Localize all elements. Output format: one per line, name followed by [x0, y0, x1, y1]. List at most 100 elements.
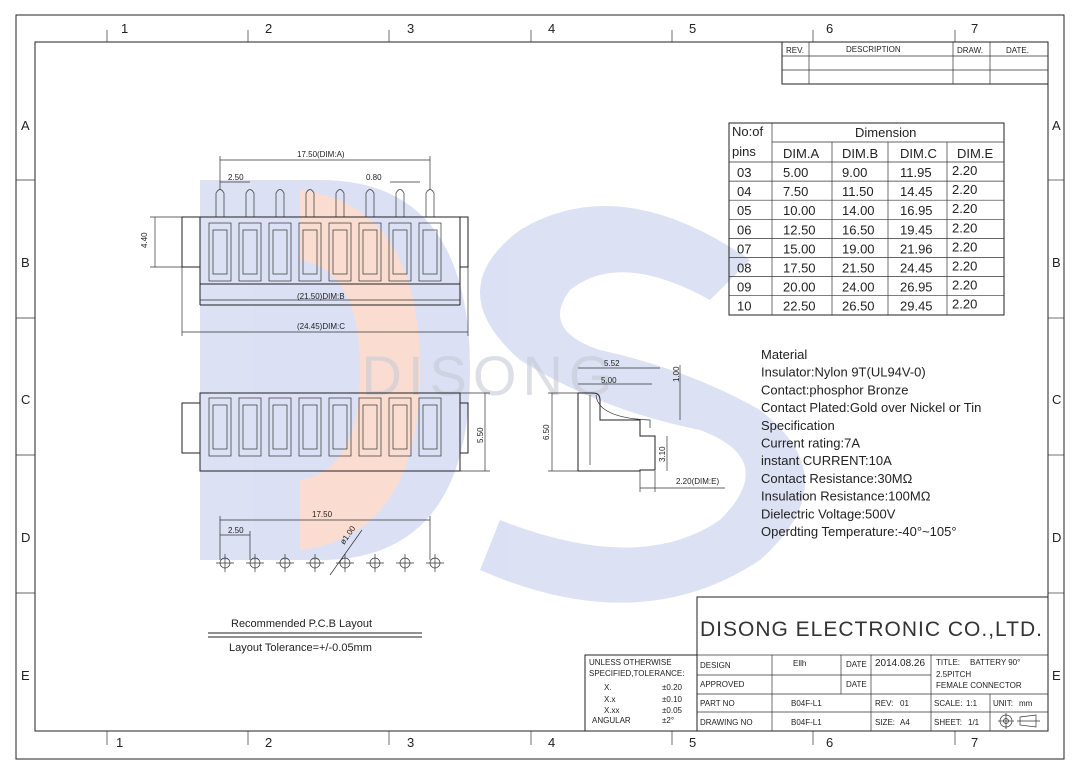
projection-symbol-icon: [998, 713, 1040, 729]
pcb-tolerance: Layout Tolerance=+/-0.05mm: [229, 642, 372, 654]
tol-value: ±2°: [662, 716, 674, 725]
tol-label: X.x: [604, 695, 616, 704]
tol-label: ANGULAR: [592, 716, 631, 725]
spec-line: Contact Resistance:30MΩ: [761, 471, 913, 486]
spec-line: Material: [761, 347, 807, 362]
row-label: B: [21, 255, 30, 270]
dimension-table: No:of pins Dimension DIM.A DIM.B DIM.C D…: [728, 122, 1005, 316]
company-name: DISONG ELECTRONIC CO.,LTD.: [700, 618, 1043, 641]
value-title1: BATTERY 90°: [970, 658, 1020, 667]
label-sheet: SHEET:: [934, 718, 962, 727]
contact-slot: [328, 397, 352, 457]
row-label: A: [21, 118, 30, 133]
label-approved: APPROVED: [700, 680, 745, 689]
label-title: TITLE:: [936, 658, 960, 667]
dim-cell: 2.20: [952, 278, 977, 293]
col-label: 5: [689, 735, 696, 750]
dim-cell: 20.00: [783, 280, 816, 295]
tol-value: ±0.20: [662, 683, 683, 692]
rev-header: DESCRIPTION: [846, 45, 901, 54]
dim-cell: 05: [737, 203, 751, 218]
dim-label-fronth: 5.50: [476, 427, 485, 443]
dim-cell: 7.50: [783, 184, 808, 199]
outer-border: [15, 14, 1065, 760]
pin: [395, 189, 405, 217]
dim-header-nopins: No:of: [732, 124, 763, 139]
tol-label: X.xx: [604, 706, 620, 715]
contact-slot: [388, 397, 412, 457]
rev-header: DATE.: [1006, 46, 1029, 55]
contact-slot: [268, 222, 292, 282]
dim-label-height: 4.40: [140, 232, 149, 248]
dim-cell: 14.00: [842, 203, 875, 218]
dim-cell: 10.00: [783, 203, 816, 218]
dim-label-pinw: 0.80: [366, 173, 382, 182]
spec-line: Current rating:7A: [761, 436, 860, 451]
tol-value: ±0.05: [662, 706, 683, 715]
col-label: 1: [121, 21, 128, 36]
contact-slot: [238, 222, 262, 282]
dim-cell: 2.20: [952, 201, 977, 216]
spec-line: Specification: [761, 418, 835, 433]
dim-cell: 14.45: [900, 184, 933, 199]
col-label: 3: [407, 735, 414, 750]
rev-header: DRAW.: [957, 46, 983, 55]
dim-cell: 24.45: [900, 261, 933, 276]
dim-cell: 19.00: [842, 241, 875, 256]
dim-cell: 5.00: [783, 165, 808, 180]
row-labels-right: A B C D E: [1048, 118, 1064, 683]
col-label: 7: [971, 21, 978, 36]
dim-cell: 2.20: [952, 239, 977, 254]
inner-border: [34, 41, 1049, 732]
value-design: Ellh: [793, 659, 806, 668]
dim-header: DIM.A: [783, 146, 819, 161]
col-label: 2: [265, 21, 272, 36]
value-title2: 2.5PITCH: [936, 670, 971, 679]
row-labels-left: A B C D E: [16, 118, 35, 683]
row-label: E: [1052, 668, 1061, 683]
value-sheet: 1/1: [968, 718, 980, 727]
top-view: 17.50(DIM:A) 2.50 0.80 4.40 (21.50)DIM:B…: [140, 150, 469, 336]
value-size: A4: [900, 718, 910, 727]
spec-line: Dielectric Voltage:500V: [761, 506, 896, 521]
tol-value: ±0.10: [662, 695, 683, 704]
dim-cell: 2.20: [952, 259, 977, 274]
row-label: A: [1052, 118, 1061, 133]
pin: [425, 189, 435, 217]
spec-line: Insulator:Nylon 9T(UL94V-0): [761, 365, 926, 380]
dim-cell: 22.50: [783, 299, 816, 314]
revision-table: REV. DESCRIPTION DRAW. DATE.: [781, 41, 1049, 85]
dim-cell: 29.45: [900, 299, 933, 314]
row-label: C: [1052, 392, 1061, 407]
dim-header-pins: pins: [732, 144, 756, 159]
dim-cell: 10: [737, 299, 751, 314]
dim-label-side2: 5.00: [601, 376, 617, 385]
spec-line: Insulation Resistance:100MΩ: [761, 489, 931, 504]
dim-cell: 08: [737, 261, 751, 276]
label-unit: UNIT:: [993, 699, 1013, 708]
side-view: 5.52 5.00 1.00 6.50 3.10 2.20(DIM:E): [542, 359, 725, 492]
label-partno: PART NO: [700, 699, 735, 708]
spec-line: Contact:phosphor Bronze: [761, 382, 908, 397]
dim-label-sidet: 1.00: [672, 366, 681, 382]
col-label: 7: [971, 735, 978, 750]
contact-slot: [208, 397, 232, 457]
pin: [275, 189, 285, 217]
spec-line: Contact Plated:Gold over Nickel or Tin: [761, 400, 981, 415]
contact-slot: [358, 222, 382, 282]
value-partno: B04F-L1: [791, 699, 822, 708]
dim-label-e: 2.20(DIM:E): [676, 477, 719, 486]
tol-label: X.: [604, 683, 612, 692]
col-label: 6: [826, 735, 833, 750]
column-labels-bottom: 1 2 3 4 5 6 7: [106, 731, 978, 750]
dim-header: DIM.C: [900, 146, 937, 161]
col-label: 3: [407, 21, 414, 36]
dim-cell: 24.00: [842, 280, 875, 295]
dim-cell: 19.45: [900, 222, 933, 237]
dim-cell: 07: [737, 241, 751, 256]
dim-cell: 16.95: [900, 203, 933, 218]
dim-cell: 21.96: [900, 241, 933, 256]
contact-slot: [418, 397, 442, 457]
